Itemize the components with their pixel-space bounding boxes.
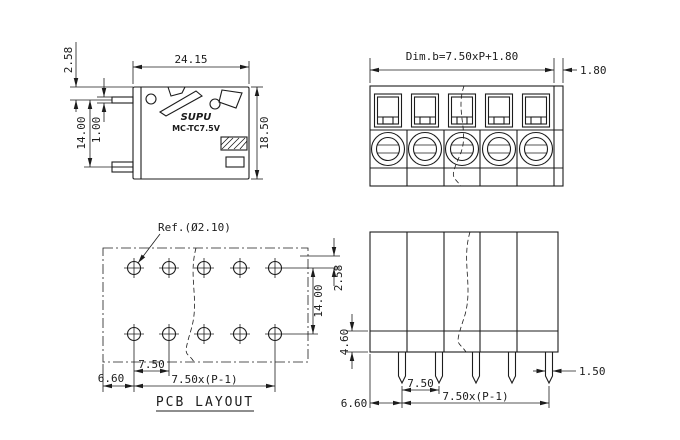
drill-hole: [159, 324, 179, 344]
dim-label-pin-thickness: 1.00: [90, 117, 103, 144]
drill-hole: [194, 324, 214, 344]
terminal-window: [447, 93, 477, 128]
dim-label-width: 24.15: [174, 53, 207, 66]
pole-dividers: [406, 232, 518, 352]
dim-label-height: 18.50: [258, 116, 271, 149]
solder-pin: [434, 351, 444, 385]
dim-label-row-spacing: 14.00: [75, 116, 88, 149]
terminal-window: [484, 93, 514, 128]
dim-label-end-wall: 1.80: [580, 64, 607, 77]
dim-label-pin-length: 4.60: [338, 329, 351, 356]
footprint-outline: [102, 247, 309, 363]
dim-width-24-15: 24.15: [132, 53, 250, 84]
screw-opening: [370, 131, 406, 167]
dim-label-span: 7.50x(P-1): [442, 390, 508, 403]
terminal-window: [521, 93, 551, 128]
solder-pin: [471, 351, 481, 385]
solder-pin: [507, 351, 517, 385]
screw-opening: [518, 131, 554, 167]
body-outline: [369, 231, 559, 353]
dim-edge-margin: 6.60: [341, 354, 402, 410]
dim-span: 7.50x(P-1): [402, 386, 550, 408]
dim-end-wall-1-80: 1.80: [563, 64, 607, 77]
front-view: Dim.b=7.50xP+1.80 1.80: [369, 50, 607, 187]
hole-ref-callout: Ref.(Ø2.10): [137, 221, 231, 264]
drill-hole: [265, 258, 285, 278]
dim-edge-margin: 6.60: [98, 364, 134, 392]
base-foot: [225, 156, 245, 168]
spring-hole: [145, 93, 157, 105]
terminal-windows: [373, 93, 551, 128]
screw-openings: [370, 131, 554, 167]
solder-pin: [544, 351, 554, 385]
brand-logo: SUPU: [181, 112, 212, 123]
dim-label-pitch: 7.50: [407, 377, 434, 390]
hatched-block: [220, 136, 248, 151]
dim-label-row-offset: 2.58: [332, 265, 345, 292]
dim-label-span: 7.50x(P-1): [171, 373, 237, 386]
dim-pin-length: 4.60: [338, 314, 368, 369]
actuation-hole: [209, 98, 221, 110]
wire-funnel: [218, 89, 243, 109]
dim-pitch: 7.50: [133, 344, 170, 392]
dim-height-18-50: 18.50: [251, 86, 271, 180]
front-outline: [369, 85, 564, 187]
drill-hole: [265, 324, 285, 344]
dim-row-offset: 2.58: [300, 238, 345, 291]
solder-pin-top: [111, 96, 134, 104]
break-line: [452, 85, 465, 187]
side-view: SUPU MC-TC7.5V 24.15 18.50 2.58: [62, 42, 271, 180]
screw-opening: [407, 131, 443, 167]
drill-hole: [124, 258, 144, 278]
dim-label-pin-offset: 2.58: [62, 47, 75, 74]
dim-label-pin-width: 1.50: [579, 365, 606, 378]
dim-label-total-width: Dim.b=7.50xP+1.80: [406, 50, 519, 63]
dim-pin-thickness-1-00: 1.00: [90, 78, 112, 143]
model-number: MC-TC7.5V: [172, 124, 221, 133]
hole-ref-label: Ref.(Ø2.10): [158, 221, 231, 234]
break-line: [457, 231, 471, 353]
latch-notch: [167, 86, 186, 97]
drill-hole: [194, 258, 214, 278]
drill-holes: [124, 258, 285, 344]
dim-pin-width: 1.50: [533, 365, 606, 378]
drill-hole: [230, 258, 250, 278]
dim-pin-offset-2-58: 2.58: [62, 42, 133, 112]
terminal-window: [410, 93, 440, 128]
dim-row-spacing-14-00: 14.00: [75, 100, 112, 168]
dim-label-pitch: 7.50: [138, 358, 165, 371]
drill-hole: [124, 324, 144, 344]
drill-hole: [159, 258, 179, 278]
terminal-window: [373, 93, 403, 128]
leader-line: [137, 233, 161, 264]
drill-hole: [230, 324, 250, 344]
break-line: [185, 247, 197, 363]
pcb-layout-title: PCB LAYOUT: [156, 395, 254, 410]
clamp-lever: [158, 90, 203, 117]
housing-outline: [132, 86, 250, 180]
screw-opening: [444, 131, 480, 167]
pole-dividers: [406, 130, 518, 186]
solder-pin: [397, 351, 407, 385]
dim-row-spacing: 14.00: [285, 267, 340, 335]
bottom-view: 4.60 1.50 7.50 7.50x(P-1) 6.60: [338, 231, 606, 410]
pcb-layout-view: Ref.(Ø2.10) 14.00 2.58 7.50 7.50x(P-1): [98, 221, 345, 412]
dim-span: 7.50x(P-1): [134, 344, 276, 392]
dim-pitch: 7.50: [401, 377, 440, 408]
screw-opening: [481, 131, 517, 167]
dim-label-edge-margin: 6.60: [98, 372, 125, 385]
dim-label-edge-margin: 6.60: [341, 397, 368, 410]
dim-label-row-spacing: 14.00: [312, 284, 325, 317]
dim-total-width: Dim.b=7.50xP+1.80: [369, 50, 564, 83]
solder-pins: [397, 351, 554, 385]
